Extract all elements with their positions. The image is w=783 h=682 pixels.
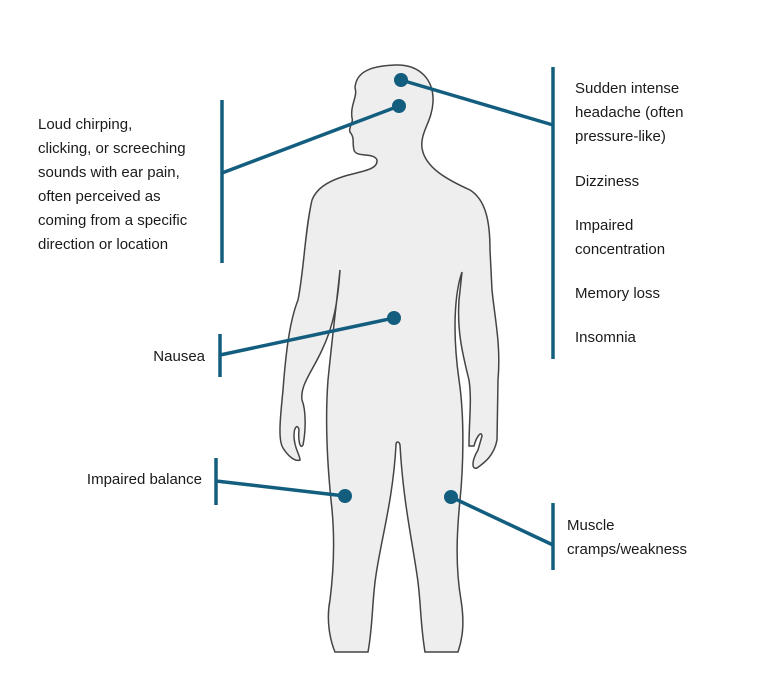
headache-label: pressure-like) — [575, 128, 666, 145]
ear-symptom-label: Loud chirping, clicking, or screeching s… — [38, 116, 188, 253]
abdomen-marker — [387, 311, 401, 325]
ear-marker — [392, 99, 406, 113]
left-thigh-marker — [338, 489, 352, 503]
insomnia-label: Insomnia — [575, 329, 637, 346]
dizziness-label: Dizziness — [575, 173, 639, 190]
head-connector-line — [400, 78, 554, 127]
ear-label-line: clicking, or screeching — [38, 140, 186, 157]
ear-label-line: direction or location — [38, 236, 168, 253]
muscle-label: cramps/weakness — [567, 541, 687, 558]
balance-connector-line — [215, 479, 346, 498]
headache-label: Sudden intense — [575, 80, 679, 97]
balance-label: Impaired balance — [87, 471, 202, 488]
headache-label: headache (often — [575, 104, 683, 121]
concentration-label: Impaired — [575, 217, 633, 234]
ear-label-line: sounds with ear pain, — [38, 164, 180, 181]
head-marker — [394, 73, 408, 87]
ear-label-line: Loud chirping, — [38, 116, 132, 133]
concentration-label: concentration — [575, 241, 665, 258]
nausea-connector-line — [219, 316, 395, 357]
muscle-connector-line — [450, 495, 554, 547]
muscle-label: Muscle — [567, 517, 615, 534]
memory-loss-label: Memory loss — [575, 285, 660, 302]
ear-label-line: coming from a specific — [38, 212, 188, 229]
human-body-silhouette — [279, 64, 500, 653]
ear-label-line: often perceived as — [38, 188, 161, 205]
ear-connector-line — [221, 104, 400, 175]
head-symptom-labels: Sudden intense headache (often pressure-… — [575, 80, 683, 346]
right-thigh-marker — [444, 490, 458, 504]
nausea-label: Nausea — [153, 348, 205, 365]
